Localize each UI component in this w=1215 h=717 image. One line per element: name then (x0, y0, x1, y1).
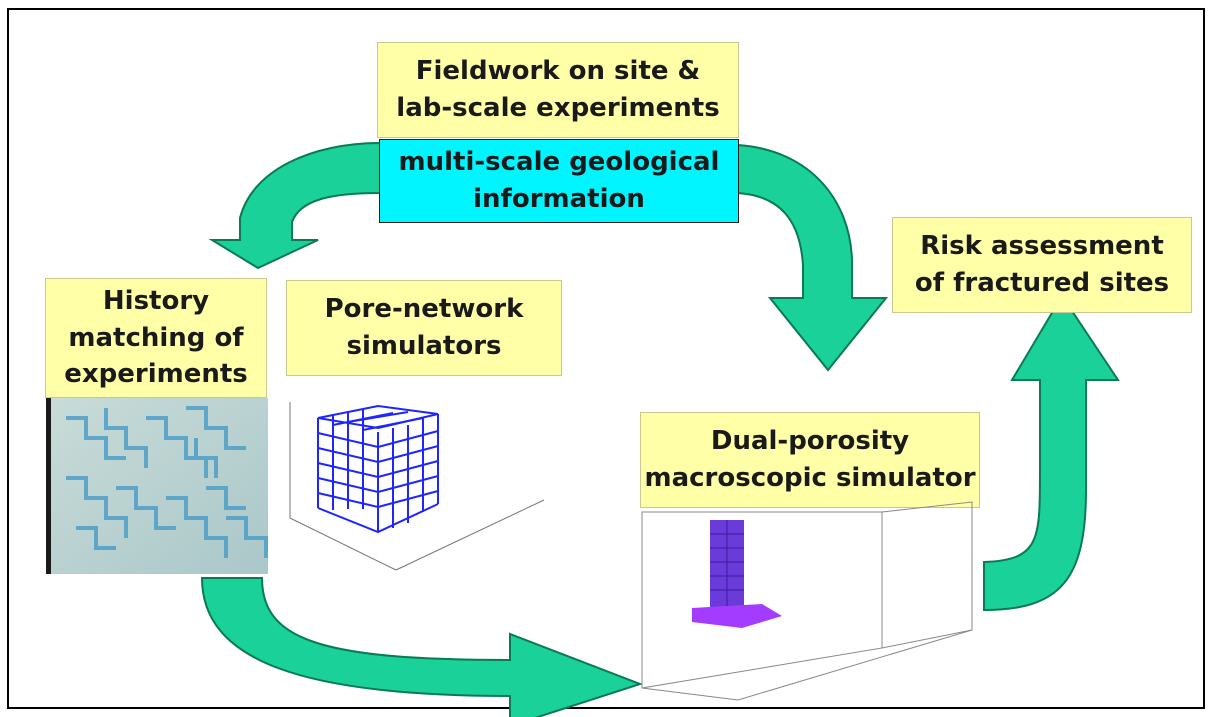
lattice-grid (317, 404, 439, 534)
multiscale-line2: information (473, 184, 645, 214)
history-line1: History (102, 285, 210, 316)
plume-icon (692, 520, 782, 628)
micromodel-photo-icon (46, 398, 268, 574)
arrow-to-dual-icon (737, 143, 889, 372)
arrow-to-risk-icon (983, 294, 1120, 612)
multiscale-box: multi-scale geological information (379, 139, 739, 223)
dual-porosity-box: Dual-porosity macroscopic simulator (640, 412, 980, 508)
pore-line2: simulators (346, 331, 502, 361)
arrow-bottom-icon (200, 577, 643, 717)
risk-line2: of fractured sites (914, 268, 1170, 298)
pore-network-box: Pore-network simulators (286, 280, 562, 376)
dual-line2: macroscopic simulator (644, 463, 976, 493)
dual-porosity-simulation-icon (641, 501, 973, 701)
multiscale-line1: multi-scale geological (398, 147, 720, 178)
risk-line1: Risk assessment (920, 231, 1164, 262)
risk-box: Risk assessment of fractured sites (892, 217, 1192, 313)
history-line3: experiments (64, 359, 248, 390)
pore-line1: Pore-network (324, 294, 524, 325)
dual-line1: Dual-porosity (710, 426, 910, 457)
fieldwork-box: Fieldwork on site & lab-scale experiment… (377, 42, 739, 138)
fieldwork-line1: Fieldwork on site & (415, 56, 701, 87)
pore-network-plot-icon (289, 402, 545, 571)
arrow-to-history-icon (208, 141, 381, 270)
history-line2: matching of (68, 322, 244, 353)
history-box: History matching of experiments (45, 278, 267, 398)
fieldwork-line2: lab-scale experiments (396, 93, 720, 123)
